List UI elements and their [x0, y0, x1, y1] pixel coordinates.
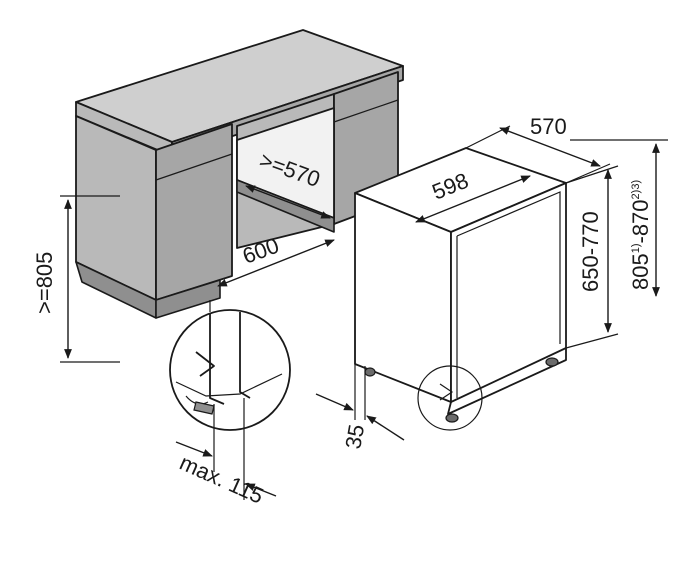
- label-total-height-sup1: 1): [630, 244, 642, 254]
- detail-circle: [169, 309, 291, 431]
- foot-front-left: [445, 413, 459, 423]
- label-total-height-mid: -870: [628, 199, 653, 243]
- dimension-lines: [60, 125, 668, 500]
- label-total-height-sup2: 2)3): [630, 180, 642, 200]
- foot-rear-left: [364, 367, 376, 377]
- label-appliance-depth: 570: [530, 114, 567, 139]
- detail-marker-circle: [417, 365, 483, 431]
- left-cabinet-plinth-front: [155, 279, 221, 319]
- label-total-height: 8051)-8702)3): [628, 180, 653, 290]
- foot-front-right: [545, 357, 559, 367]
- door-detail-view: [169, 309, 291, 431]
- label-plinth-setback: 35: [340, 422, 369, 450]
- left-cabinet-front: [155, 123, 233, 301]
- label-total-height-main: 805: [628, 253, 653, 290]
- kitchen-niche: [75, 29, 404, 319]
- label-niche-height: >=805: [32, 252, 57, 314]
- label-appliance-height: 650-770: [578, 211, 603, 292]
- label-door-overhang: max. 115: [176, 450, 267, 509]
